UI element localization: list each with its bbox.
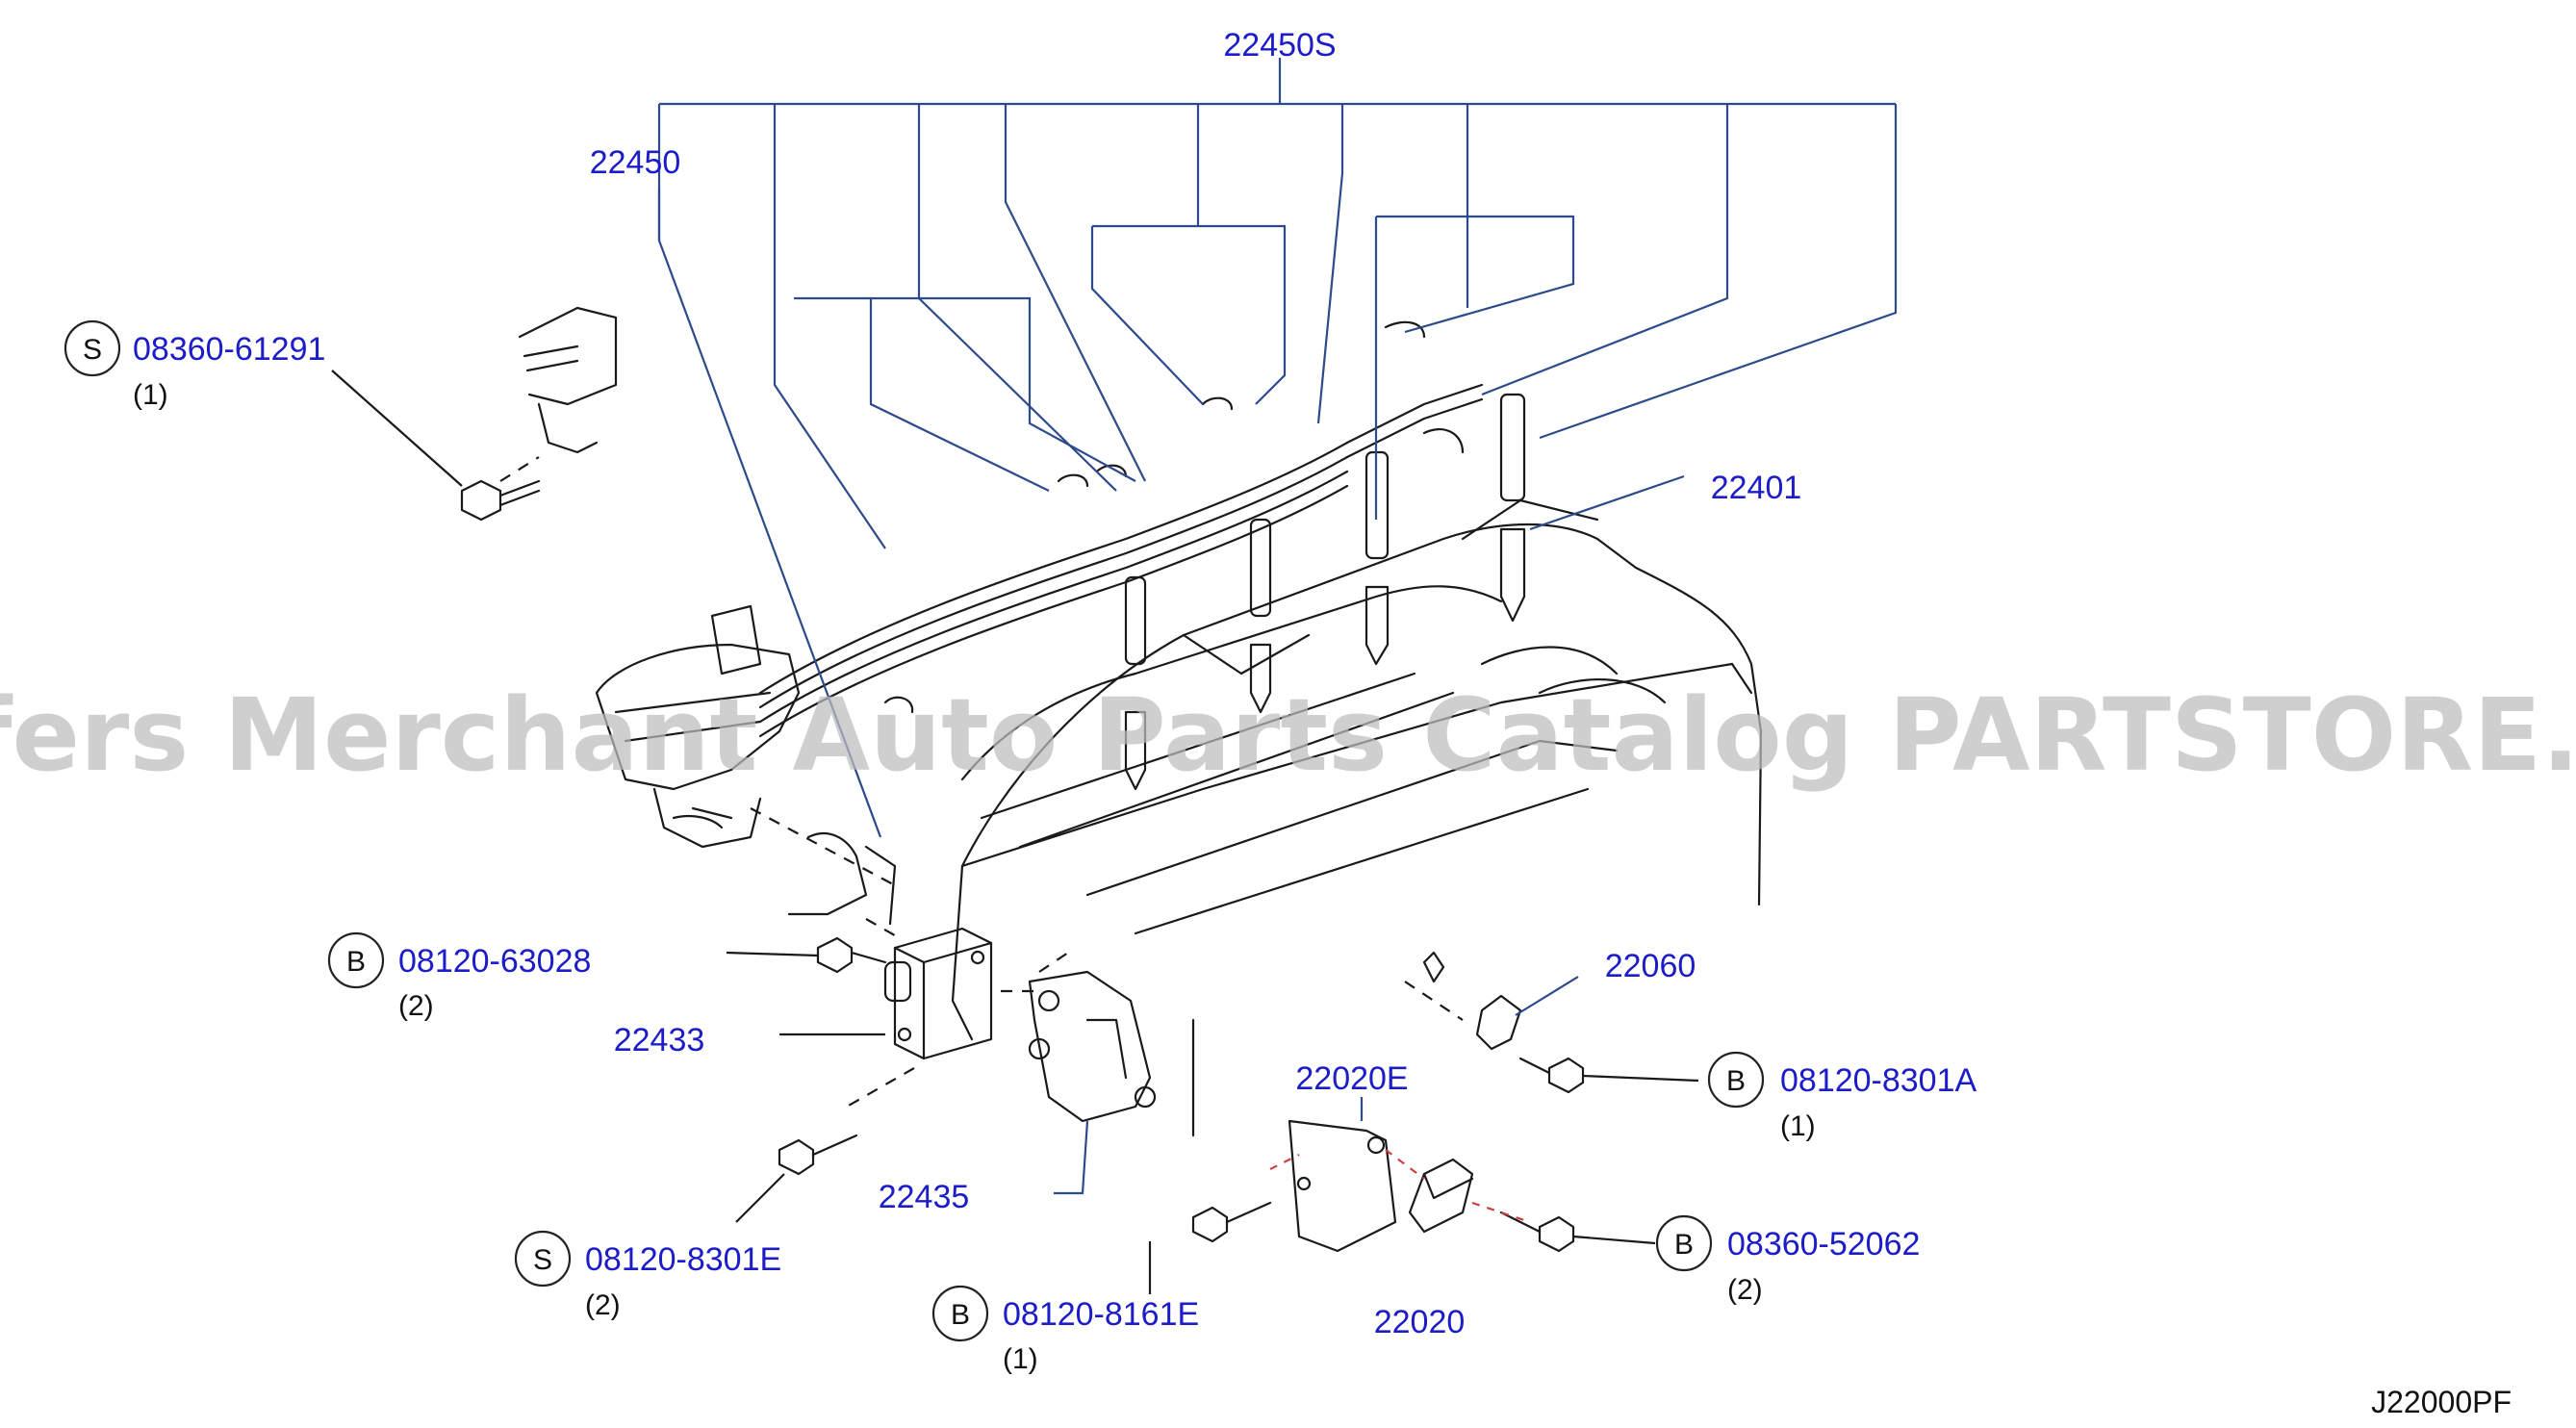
callout-22060[interactable]: 22060 [1605, 948, 1696, 984]
fastener-prefix: B [951, 1299, 970, 1331]
fastener-prefix: S [533, 1244, 552, 1276]
callout-22450[interactable]: 22450 [590, 144, 681, 181]
fastener-prefix: B [1726, 1065, 1746, 1097]
watermark-text: Offers Merchant Auto Parts Catalog PARTS… [0, 676, 2576, 794]
fastener-quantity: (2) [585, 1289, 621, 1321]
fastener-callout-s-08120-8301e[interactable]: S 08120-8301E (2) [514, 1230, 781, 1321]
fastener-part-number: 08360-61291 [133, 331, 325, 368]
fastener-prefix: B [1674, 1229, 1694, 1261]
fastener-callout-b-08120-8301a[interactable]: B 08120-8301A (1) [1707, 1051, 1977, 1142]
fastener-part-number: 08120-8161E [1003, 1296, 1199, 1333]
callout-22450S[interactable]: 22450S [1223, 27, 1336, 64]
coil-bracket-drawing [1028, 970, 1157, 1123]
distributor-drawing [595, 604, 801, 849]
wire-clips [883, 320, 1465, 714]
fastener-quantity: (1) [133, 379, 168, 411]
bolt-marker-circle [931, 1285, 989, 1342]
callout-22020[interactable]: 22020 [1374, 1304, 1466, 1340]
spark-plug-boots [1124, 393, 1526, 666]
bolt-marker-circle [1655, 1214, 1713, 1272]
standard-marker-circle [64, 319, 121, 377]
callout-22435[interactable]: 22435 [879, 1179, 970, 1215]
fastener-callout-s-08360-61291[interactable]: S 08360-61291 (1) [64, 319, 325, 411]
spark-plugs [1124, 527, 1526, 791]
fastener-quantity: (2) [1727, 1274, 1763, 1306]
fastener-prefix: B [346, 946, 366, 978]
callout-22401[interactable]: 22401 [1711, 470, 1802, 506]
bolt-marker-circle [327, 931, 385, 989]
clamp-bracket-drawing [518, 306, 618, 454]
fastener-part-number: 08120-63028 [398, 943, 591, 980]
fastener-part-number: 08120-8301A [1780, 1062, 1977, 1099]
fastener-part-number: 08360-52062 [1727, 1226, 1920, 1262]
sensor-bracket-drawing [1288, 1119, 1397, 1253]
fastener-part-number: 08120-8301E [585, 1241, 781, 1278]
fastener-quantity: (2) [398, 990, 434, 1022]
fastener-callout-b-08120-8161e[interactable]: B 08120-8161E (1) [931, 1285, 1199, 1375]
ignition-coil-drawing [787, 832, 993, 1060]
engine-block-outline [951, 498, 1763, 1137]
crank-sensor-drawing [1408, 1158, 1474, 1234]
assembly-lines [499, 456, 1531, 1224]
bolt-marker-circle [1707, 1051, 1765, 1109]
fastener-callout-b-08120-63028[interactable]: B 08120-63028 (2) [327, 931, 591, 1022]
ignition-wire-harness [758, 383, 1484, 738]
standard-marker-circle [514, 1230, 572, 1288]
fastener-callout-b-08360-52062[interactable]: B 08360-52062 (2) [1655, 1214, 1920, 1306]
callout-22433[interactable]: 22433 [614, 1022, 705, 1058]
fastener-quantity: (1) [1780, 1110, 1816, 1142]
callout-leaders [657, 58, 1898, 1195]
fastener-leaders [331, 370, 1699, 1294]
fastener-quantity: (1) [1003, 1343, 1038, 1375]
bolts [460, 479, 1585, 1253]
callout-22020E[interactable]: 22020E [1295, 1060, 1408, 1097]
knock-sensor-drawing [1422, 951, 1522, 1051]
valve-cover-outline [960, 585, 1619, 935]
diagram-reference-code: J22000PF [2371, 1385, 2512, 1419]
fastener-prefix: S [83, 334, 102, 366]
